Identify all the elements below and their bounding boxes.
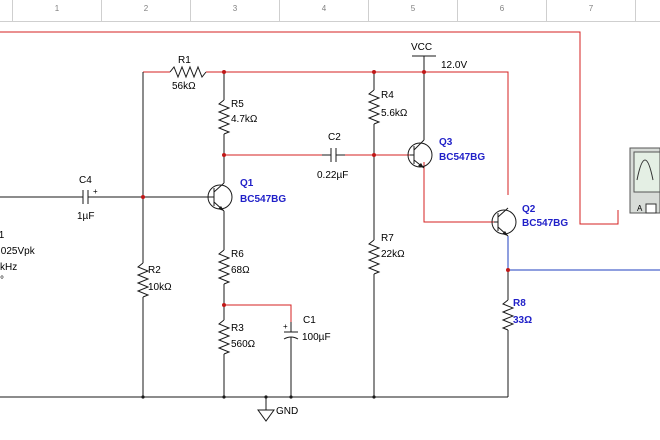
resistor-r3[interactable] xyxy=(217,319,231,355)
ruler-cell: 4 xyxy=(280,0,369,21)
r2-name: R2 xyxy=(148,265,161,276)
source-amplitude: .025Vpk xyxy=(0,246,36,257)
resistor-r2[interactable] xyxy=(136,262,150,298)
ruler-cell: 2 xyxy=(102,0,191,21)
junction-dots xyxy=(141,70,510,399)
vcc-value: 12.0V xyxy=(441,60,467,71)
capacitor-c2[interactable] xyxy=(322,148,345,162)
r6-name: R6 xyxy=(231,249,244,260)
resistor-r5[interactable] xyxy=(217,99,231,135)
r4-name: R4 xyxy=(381,90,394,101)
column-ruler: 1 2 3 4 5 6 7 xyxy=(0,0,660,22)
source-phase: ° xyxy=(0,275,4,286)
transistor-q2[interactable] xyxy=(491,207,517,237)
r1-name: R1 xyxy=(178,55,191,66)
r6-value: 68Ω xyxy=(231,265,250,276)
r4-value: 5.6kΩ xyxy=(381,108,408,119)
ruler-cell: 6 xyxy=(458,0,547,21)
capacitor-c4[interactable] xyxy=(72,190,100,204)
transistor-q1[interactable] xyxy=(207,182,233,212)
source-frequency: kHz xyxy=(0,262,17,273)
q1-model: BC547BG xyxy=(240,194,286,205)
r7-name: R7 xyxy=(381,233,394,244)
c2-name: C2 xyxy=(328,132,341,143)
r1-value: 56kΩ xyxy=(172,81,196,92)
resistor-r6[interactable] xyxy=(217,249,231,285)
gnd-label: GND xyxy=(276,406,298,417)
transistor-q3[interactable] xyxy=(407,139,433,169)
ground-symbol xyxy=(257,409,275,422)
q1-name: Q1 xyxy=(240,178,254,189)
c4-value: 1µF xyxy=(77,211,94,222)
ruler-cell: 3 xyxy=(191,0,280,21)
ruler-cell: 1 xyxy=(13,0,102,21)
c4-polarity: + xyxy=(93,187,98,196)
ruler-cell xyxy=(0,0,13,21)
source-name: /1 xyxy=(0,230,5,241)
c1-name: C1 xyxy=(303,315,316,326)
r8-value: 33Ω xyxy=(513,315,532,326)
c2-value: 0.22µF xyxy=(317,170,348,181)
capacitor-c1[interactable] xyxy=(283,322,299,342)
q2-name: Q2 xyxy=(522,204,536,215)
r5-name: R5 xyxy=(231,99,244,110)
circuit-wires xyxy=(0,55,509,410)
oscilloscope-icon[interactable] xyxy=(629,147,660,214)
r3-name: R3 xyxy=(231,323,244,334)
scope-channel-label: A xyxy=(637,204,643,213)
c1-polarity: + xyxy=(283,322,288,331)
q3-name: Q3 xyxy=(439,137,453,148)
ruler-cell: 5 xyxy=(369,0,458,21)
r5-value: 4.7kΩ xyxy=(231,114,258,125)
vcc-label: VCC xyxy=(411,42,432,53)
c4-name: C4 xyxy=(79,175,92,186)
r8-name: R8 xyxy=(513,298,526,309)
q2-model: BC547BG xyxy=(522,218,568,229)
signal-wire-red xyxy=(0,31,619,322)
resistor-r8[interactable] xyxy=(501,299,515,331)
resistor-r1[interactable] xyxy=(169,65,207,79)
r7-value: 22kΩ xyxy=(381,249,405,260)
resistor-r7[interactable] xyxy=(367,239,381,275)
resistor-r4[interactable] xyxy=(367,89,381,125)
c1-value: 100µF xyxy=(302,332,331,343)
r2-value: 10kΩ xyxy=(148,282,172,293)
ruler-cell: 7 xyxy=(547,0,636,21)
r3-value: 560Ω xyxy=(231,339,256,350)
q3-model: BC547BG xyxy=(439,152,485,163)
